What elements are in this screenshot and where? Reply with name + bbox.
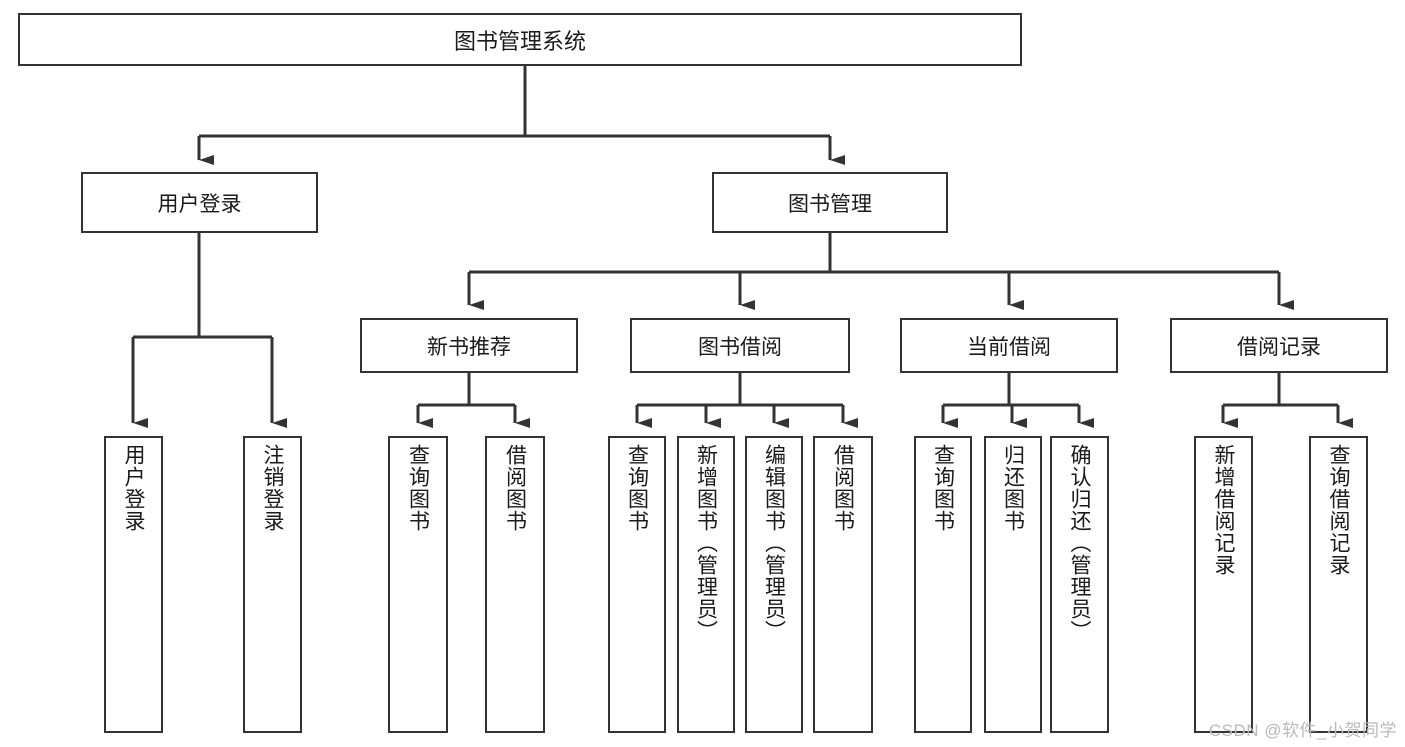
node-leaf-query-record[interactable]: 查询借阅记录 <box>1309 436 1368 733</box>
node-borrow-record[interactable]: 借阅记录 <box>1170 318 1388 373</box>
node-leaf-borrow-book-2[interactable]: 借阅图书 <box>813 436 873 733</box>
node-book-borrow-label: 图书借阅 <box>698 335 782 359</box>
node-leaf-query-book-3-label: 查询图书 <box>931 444 955 532</box>
node-root-label: 图书管理系统 <box>453 28 586 54</box>
node-leaf-query-book-1[interactable]: 查询图书 <box>388 436 448 733</box>
node-leaf-add-record-label: 新增借阅记录 <box>1212 444 1235 576</box>
node-leaf-add-book[interactable]: 新增图书（管理员） <box>677 436 735 733</box>
node-new-book-recommend[interactable]: 新书推荐 <box>360 318 578 373</box>
watermark-text: CSDN @软件_小贺同学 <box>1208 721 1397 740</box>
node-borrow-record-label: 借阅记录 <box>1237 335 1321 359</box>
node-leaf-logout-login-label: 注销登录 <box>261 444 284 532</box>
node-leaf-query-book-2-label: 查询图书 <box>625 444 649 532</box>
node-book-borrow[interactable]: 图书借阅 <box>630 318 850 373</box>
node-user-login-label: 用户登录 <box>157 192 242 216</box>
node-leaf-borrow-book-1[interactable]: 借阅图书 <box>485 436 545 733</box>
node-leaf-query-record-label: 查询借阅记录 <box>1327 444 1350 576</box>
node-book-manage-label: 图书管理 <box>788 192 872 216</box>
node-leaf-edit-book-label: 编辑图书（管理员） <box>762 444 786 642</box>
node-new-book-recommend-label: 新书推荐 <box>427 335 511 359</box>
node-leaf-logout-login[interactable]: 注销登录 <box>243 436 302 733</box>
node-leaf-edit-book[interactable]: 编辑图书（管理员） <box>745 436 803 733</box>
node-leaf-user-login[interactable]: 用户登录 <box>104 436 163 733</box>
node-leaf-add-record[interactable]: 新增借阅记录 <box>1194 436 1253 733</box>
node-current-borrow[interactable]: 当前借阅 <box>900 318 1118 373</box>
node-user-login[interactable]: 用户登录 <box>81 172 318 233</box>
node-leaf-query-book-3[interactable]: 查询图书 <box>914 436 972 733</box>
node-leaf-return-book-label: 归还图书 <box>1001 444 1025 532</box>
node-leaf-confirm-return[interactable]: 确认归还（管理员） <box>1050 436 1109 733</box>
node-book-manage[interactable]: 图书管理 <box>712 172 948 233</box>
node-root[interactable]: 图书管理系统 <box>18 13 1022 66</box>
node-leaf-return-book[interactable]: 归还图书 <box>984 436 1042 733</box>
node-leaf-borrow-book-2-label: 借阅图书 <box>831 444 855 532</box>
node-current-borrow-label: 当前借阅 <box>967 335 1051 359</box>
node-leaf-borrow-book-1-label: 借阅图书 <box>503 444 527 532</box>
node-leaf-query-book-1-label: 查询图书 <box>406 444 430 532</box>
node-leaf-user-login-label: 用户登录 <box>122 444 145 532</box>
node-leaf-add-book-label: 新增图书（管理员） <box>694 444 718 642</box>
node-leaf-confirm-return-label: 确认归还（管理员） <box>1068 444 1091 642</box>
node-leaf-query-book-2[interactable]: 查询图书 <box>608 436 666 733</box>
